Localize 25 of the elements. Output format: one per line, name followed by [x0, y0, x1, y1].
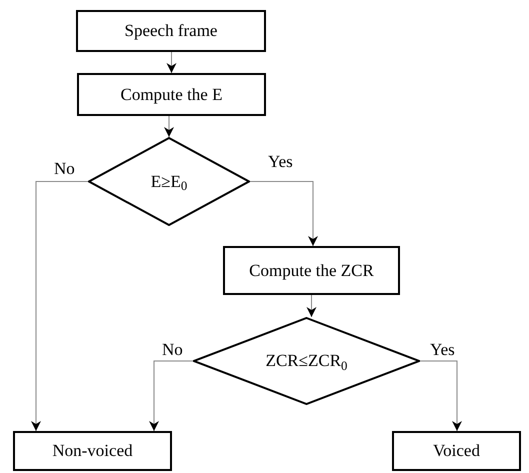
arrow — [306, 294, 316, 318]
node-text: Speech frame — [124, 20, 218, 42]
edge-label: Yes — [428, 341, 457, 358]
edge-label: No — [52, 160, 77, 177]
arrow — [420, 360, 462, 432]
node-text: Compute the E — [120, 84, 222, 106]
process-box — [13, 431, 172, 471]
node-text: Voiced — [433, 440, 480, 462]
node-text: E≥E$_{0}$ — [150, 170, 188, 192]
decision-diamond — [193, 317, 420, 405]
arrow — [31, 181, 88, 432]
node-text: Non-voiced — [52, 440, 133, 462]
process-box — [392, 431, 521, 471]
decision-diamond — [88, 137, 250, 226]
arrow — [164, 116, 174, 138]
process-box — [223, 246, 400, 295]
process-box — [76, 10, 266, 52]
process-box — [77, 73, 266, 116]
node-text: ZCR≤ZCR$_{0}$ — [266, 350, 348, 372]
arrow — [250, 181, 318, 246]
arrow — [166, 52, 176, 74]
node-text: Compute the ZCR — [249, 260, 374, 282]
arrow — [149, 360, 194, 432]
edge-label: Yes — [266, 153, 295, 170]
edge-label: No — [160, 341, 185, 358]
